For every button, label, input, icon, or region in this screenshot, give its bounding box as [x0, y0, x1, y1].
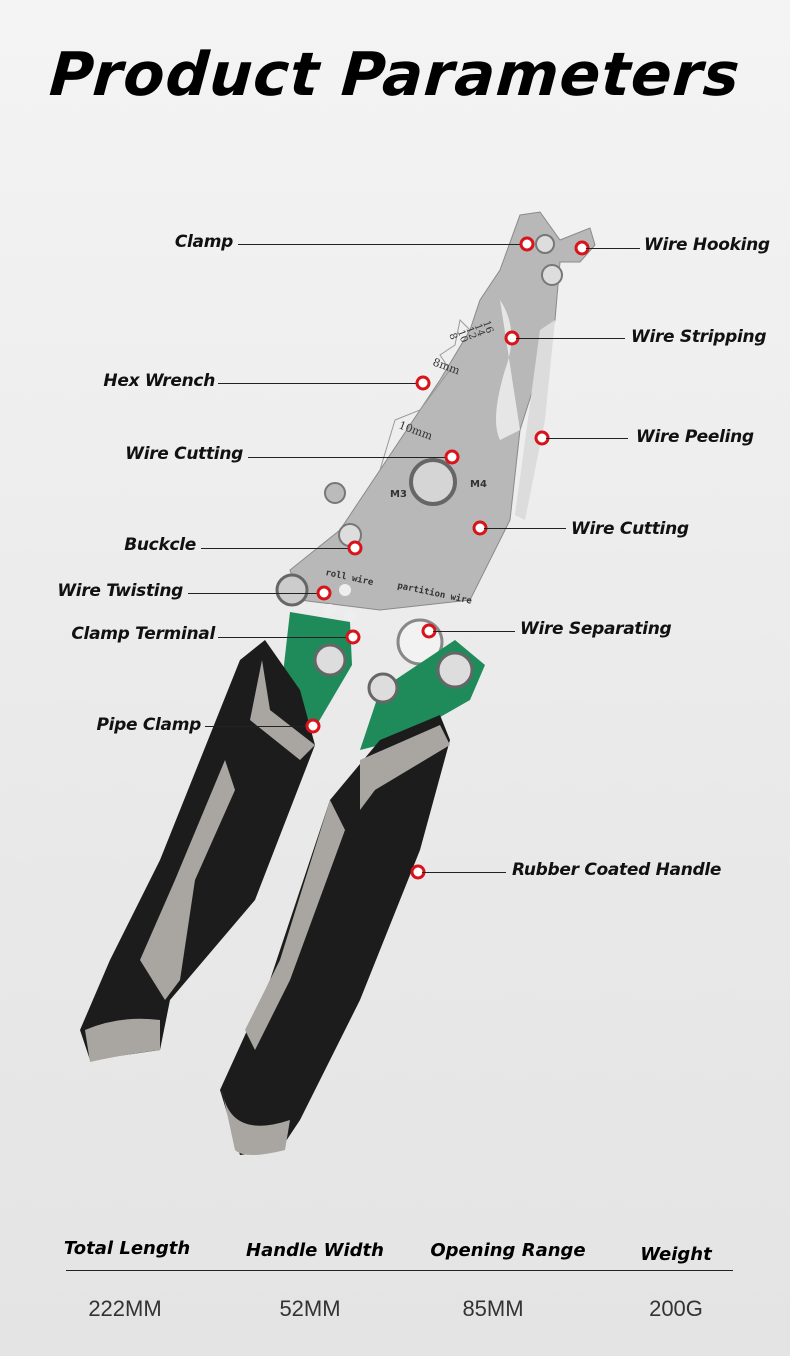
callout-line: [188, 593, 320, 594]
rivet: [541, 264, 563, 286]
jaw-steel: [289, 211, 596, 611]
buckle-knob: [324, 482, 346, 504]
callout-line: [238, 244, 523, 245]
callout-wire-cutting-right-label: Wire Cutting: [571, 519, 689, 539]
callout-line: [218, 383, 418, 384]
callout-rubber-handle-label: Rubber Coated Handle: [512, 860, 722, 880]
callout-line: [484, 528, 566, 529]
callout-wire-stripping-label: Wire Stripping: [631, 327, 767, 347]
callout-line: [205, 726, 309, 727]
pipe-clamp-marker-icon: [305, 718, 321, 734]
left-handle-end-cap: [85, 1018, 160, 1062]
clamp-marker-icon: [519, 236, 535, 252]
callout-pipe-clamp-label: Pipe Clamp: [96, 715, 201, 735]
rivet: [535, 234, 555, 254]
buckle-marker-icon: [347, 540, 363, 556]
callout-buckle-label: Buckcle: [124, 535, 196, 555]
callout-line: [516, 338, 625, 339]
rivet: [436, 651, 474, 689]
spec-label-weight: Weight: [640, 1244, 712, 1265]
gauge-number: 12: [463, 325, 478, 341]
callout-clamp-terminal-label: Clamp Terminal: [71, 624, 215, 644]
callout-wire-cutting-left-label: Wire Cutting: [125, 444, 243, 464]
gauge-number: 8: [446, 332, 459, 342]
m4-marking: M4: [470, 479, 487, 490]
callout-hex-wrench-label: Hex Wrench: [103, 371, 215, 391]
spec-label-total-length: Total Length: [63, 1238, 191, 1259]
callout-line: [546, 438, 628, 439]
spec-table: Total Length Handle Width Opening Range …: [0, 1238, 790, 1330]
spec-value-weight: 200G: [649, 1296, 703, 1321]
left-handle-grip-accent: [250, 660, 315, 760]
callout-line: [433, 631, 515, 632]
twisting-hole: [339, 584, 351, 596]
spec-value-total-length: 222MM: [88, 1296, 162, 1321]
spec-label-handle-width: Handle Width: [246, 1240, 384, 1261]
gauge-number: 14: [472, 322, 487, 338]
wire-twisting-marker-icon: [316, 585, 332, 601]
peeling-edge: [515, 320, 555, 520]
right-handle: [220, 715, 450, 1155]
right-handle-grip-stripe: [245, 800, 345, 1050]
callout-line: [586, 248, 640, 249]
callout-line: [218, 637, 349, 638]
spec-value-handle-width: 52MM: [279, 1296, 341, 1321]
gauge-number: 10: [455, 328, 470, 344]
left-handle-grip-stripe: [140, 760, 235, 1000]
callout-wire-twisting-label: Wire Twisting: [57, 581, 183, 601]
m3-marking: M3: [390, 489, 407, 500]
twisting-hole: [344, 609, 356, 621]
callout-line: [248, 457, 448, 458]
right-handle-grip-accent: [360, 725, 450, 810]
rivet: [275, 573, 309, 607]
rivet: [367, 672, 399, 704]
twisting-hole: [324, 604, 336, 616]
callout-clamp-label: Clamp: [174, 232, 233, 252]
spec-label-opening-range: Opening Range: [430, 1240, 586, 1261]
callout-wire-separating-label: Wire Separating: [520, 619, 672, 639]
wire-cutting-marker-icon: [444, 449, 460, 465]
spec-value-opening-range: 85MM: [462, 1296, 524, 1321]
hex-wrench-notch: [379, 318, 471, 471]
right-handle-end-cap: [222, 1090, 290, 1155]
spec-divider: [66, 1270, 733, 1271]
gauge-markings: 161412108: [446, 319, 495, 347]
callout-line: [201, 548, 351, 549]
gauge-number: 16: [480, 319, 495, 335]
stripping-teeth: [496, 300, 520, 440]
callout-wire-hooking-label: Wire Hooking: [644, 235, 770, 255]
callout-wire-peeling-label: Wire Peeling: [636, 427, 754, 447]
rivet: [313, 643, 347, 677]
clamp-terminal-marker-icon: [345, 629, 361, 645]
callout-line: [422, 872, 506, 873]
pivot-rivet: [409, 458, 457, 506]
hex-wrench-marker-icon: [415, 375, 431, 391]
